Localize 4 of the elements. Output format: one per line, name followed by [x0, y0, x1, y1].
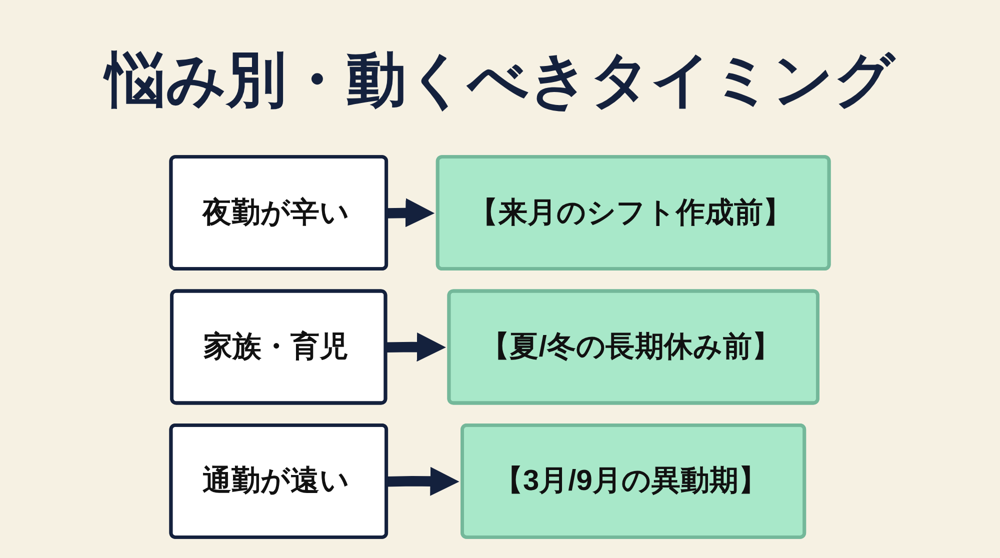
arrow	[386, 332, 446, 362]
arrow	[386, 466, 460, 496]
title: 悩み別・動くべきタイミング	[106, 44, 894, 116]
arrow	[386, 198, 435, 228]
